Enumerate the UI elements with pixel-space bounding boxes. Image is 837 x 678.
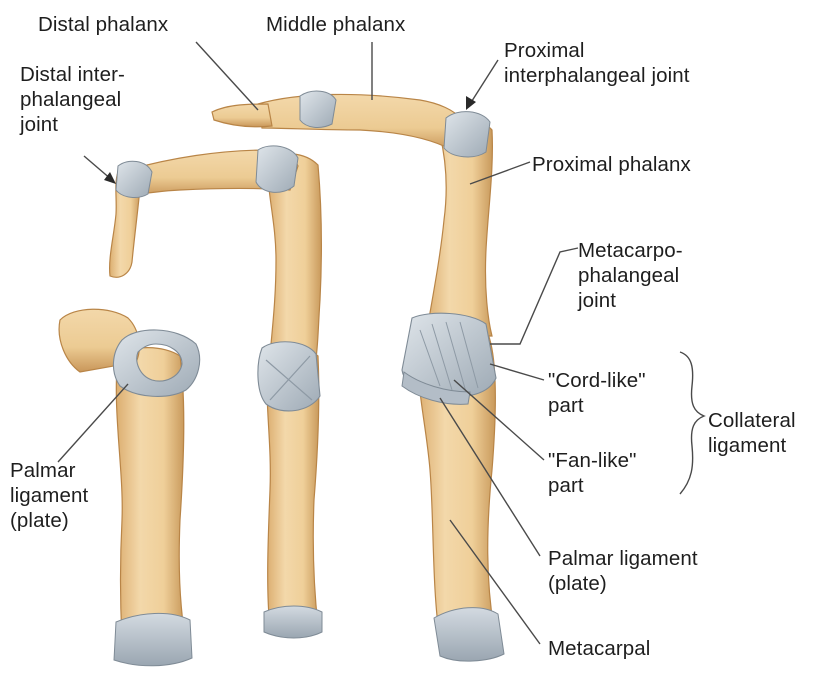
label-collateral-ligament: Collateral ligament xyxy=(708,408,796,458)
middle-phalanx-bone xyxy=(258,94,462,150)
label-proximal-phalanx: Proximal phalanx xyxy=(532,152,691,177)
leader-distal-phalanx xyxy=(196,42,258,110)
leader-cord-like xyxy=(490,364,544,380)
label-proximal-interphalangeal-joint: Proximal interphalangeal joint xyxy=(504,38,690,88)
pip-ligament-middle xyxy=(256,146,298,193)
label-metacarpophalangeal-joint: Metacarpo- phalangeal joint xyxy=(578,238,683,313)
metacarpal-base-cartilage-left xyxy=(114,613,192,665)
distal-phalanx-bone-top xyxy=(212,104,272,127)
dip-ligament-top xyxy=(300,91,336,127)
collateral-brace xyxy=(680,352,704,494)
metacarpal-base-cartilage-right xyxy=(434,608,504,661)
label-palmar-ligament-left: Palmar ligament (plate) xyxy=(10,458,88,533)
label-distal-interphalangeal-joint: Distal inter- phalangeal joint xyxy=(20,62,125,137)
mcp-ligament-middle xyxy=(258,342,320,411)
leader-proximal-ip-joint xyxy=(470,60,498,104)
label-cord-like-part: "Cord-like" part xyxy=(548,368,646,418)
label-palmar-ligament-right: Palmar ligament (plate) xyxy=(548,546,698,596)
label-middle-phalanx: Middle phalanx xyxy=(266,12,405,37)
leader-mcp-joint xyxy=(490,248,578,344)
metacarpal-base-cartilage-middle xyxy=(264,606,322,638)
pip-ligament xyxy=(444,112,490,157)
dip-ligament-middle xyxy=(116,161,152,197)
label-distal-phalanx: Distal phalanx xyxy=(38,12,168,37)
label-fan-like-part: "Fan-like" part xyxy=(548,448,636,498)
label-metacarpal: Metacarpal xyxy=(548,636,650,661)
